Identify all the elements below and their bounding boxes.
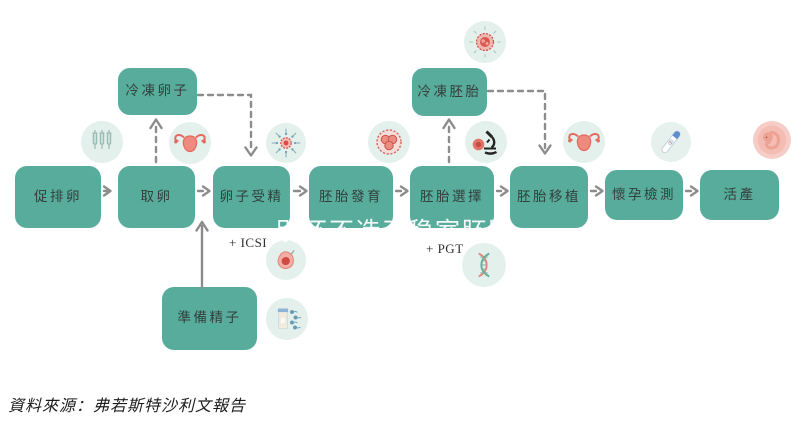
branch-box-sperm-preparation: 準備精子 xyxy=(162,287,257,350)
syringes-icon xyxy=(81,121,123,163)
branch-label: 冷凍卵子 xyxy=(125,83,190,99)
annotation-icsi: + ICSI xyxy=(229,235,268,250)
step-label: 胚胎選擇 xyxy=(420,188,484,204)
frozen-embryo-icon xyxy=(464,21,506,63)
annotation-pgt: + PGT xyxy=(426,241,464,256)
uterus-icon xyxy=(563,121,605,163)
arrow-step2-step3 xyxy=(196,185,211,197)
branch-box-frozen-embryos: 冷凍胚胎 xyxy=(412,68,487,116)
step-label: 卵子受精 xyxy=(219,188,284,204)
arrowhead-egg-freeze-up xyxy=(149,118,163,130)
dashed-frozen-egg-line xyxy=(196,93,253,152)
arrow-step7-step8 xyxy=(684,185,699,197)
arrow-step3-step4 xyxy=(292,185,308,197)
microscope-icon xyxy=(465,121,507,163)
fetus-icon xyxy=(753,121,791,159)
branch-label: 準備精子 xyxy=(177,310,242,326)
icsi-egg-icon xyxy=(266,240,306,280)
arrowhead-frozen-egg-down xyxy=(244,146,258,157)
arrow-step1-step2 xyxy=(102,185,112,197)
step-box-embryo-development: 胚胎發育 xyxy=(309,166,393,228)
fertilization-icon xyxy=(266,123,306,163)
arrowhead-embryo-freeze-up xyxy=(442,118,456,130)
step-label: 促排卵 xyxy=(34,188,82,204)
step-label: 胚胎發育 xyxy=(319,188,383,204)
step-box-egg-retrieval: 取卵 xyxy=(118,166,195,228)
branch-box-frozen-eggs: 冷凍卵子 xyxy=(118,68,197,115)
watermark-text: 别还不造了稳室胚胎 xyxy=(276,218,515,246)
arrowhead-frozen-embryo-down xyxy=(538,144,552,155)
uterus-icon xyxy=(169,122,211,164)
arrow-step4-step5 xyxy=(394,185,409,197)
dashed-frozen-embryo-line xyxy=(486,89,547,150)
step-box-live-birth: 活產 xyxy=(700,170,779,220)
step-label: 胚胎移植 xyxy=(517,188,581,204)
step-box-fertilization: 卵子受精 xyxy=(213,166,290,228)
arrow-sperm-to-fertilization xyxy=(195,220,209,290)
step-label: 活產 xyxy=(723,186,756,202)
step-box-ovulation-induction: 促排卵 xyxy=(15,166,101,228)
dna-icon xyxy=(462,243,506,287)
branch-label: 冷凍胚胎 xyxy=(417,83,482,99)
step-label: 取卵 xyxy=(140,188,173,204)
embryo-icon xyxy=(368,121,410,163)
pregnancy-test-icon xyxy=(651,122,691,162)
arrow-step6-step7 xyxy=(589,185,604,197)
step-box-embryo-transfer: 胚胎移植 xyxy=(510,166,588,228)
arrow-step5-step6 xyxy=(495,185,509,197)
step-box-pregnancy-test: 懷孕檢測 xyxy=(605,170,683,220)
sperm-sample-icon xyxy=(266,298,308,340)
step-label: 懷孕檢測 xyxy=(612,186,676,202)
source-note: 資料來源：弗若斯特沙利文報告 xyxy=(8,398,247,415)
step-box-embryo-selection: 胚胎選擇 xyxy=(410,166,494,228)
